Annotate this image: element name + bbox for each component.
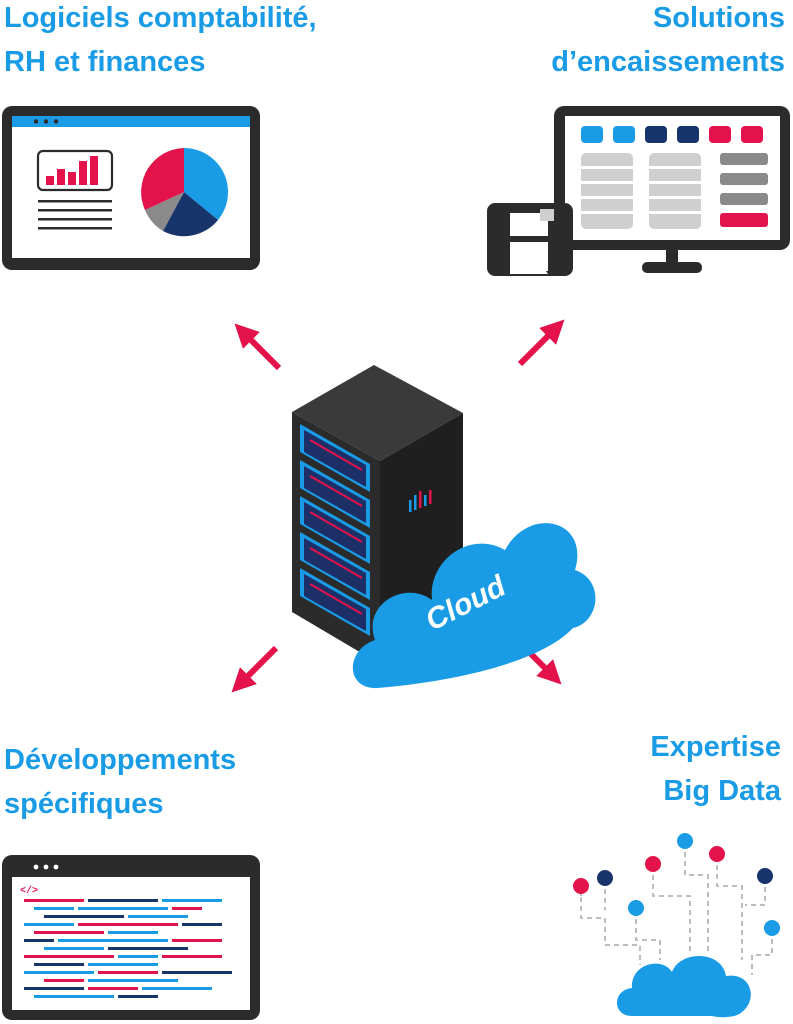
data-node bbox=[709, 846, 725, 862]
pos-monitor-icon bbox=[554, 106, 790, 273]
dashboard-screen-icon bbox=[2, 106, 260, 270]
text-lines-icon bbox=[38, 200, 112, 230]
server-status-leds bbox=[409, 490, 432, 512]
data-node bbox=[573, 878, 589, 896]
arrow-to-payment bbox=[517, 319, 565, 367]
code-tag-label: </> bbox=[20, 885, 38, 897]
arrow-to-development bbox=[231, 645, 279, 693]
data-node bbox=[764, 920, 780, 936]
title-line: d’encaissements bbox=[551, 46, 785, 78]
title-custom-development: Développements spécifiques bbox=[4, 738, 236, 826]
pie-chart-icon bbox=[141, 147, 229, 237]
title-accounting-software: Logiciels comptabilité, RH et finances bbox=[4, 0, 317, 84]
data-node bbox=[597, 870, 613, 886]
data-node bbox=[645, 856, 661, 872]
server-unit bbox=[300, 568, 370, 636]
server-unit bbox=[300, 532, 370, 600]
arrow-to-accounting bbox=[234, 323, 282, 371]
big-data-network-icon bbox=[573, 833, 780, 1018]
title-line: Logiciels comptabilité, bbox=[4, 2, 317, 34]
server-unit bbox=[300, 496, 370, 564]
title-big-data: Expertise Big Data bbox=[650, 725, 781, 813]
title-line: Solutions bbox=[652, 2, 785, 34]
title-line: Big Data bbox=[663, 775, 781, 807]
data-node bbox=[677, 833, 693, 849]
server-unit bbox=[300, 424, 370, 492]
code-lines bbox=[24, 899, 232, 998]
small-cloud-icon bbox=[617, 955, 751, 1018]
title-line: RH et finances bbox=[4, 46, 206, 78]
code-editor-icon: </> bbox=[2, 855, 260, 1020]
title-line: spécifiques bbox=[4, 788, 164, 820]
data-node bbox=[757, 868, 773, 884]
network-connections bbox=[580, 843, 773, 975]
data-node bbox=[628, 900, 644, 916]
bar-chart-icon bbox=[36, 149, 114, 192]
card-terminal-icon bbox=[487, 203, 573, 276]
title-payment-solutions: Solutions d’encaissements bbox=[551, 0, 785, 84]
title-line: Développements bbox=[4, 744, 237, 776]
title-line: Expertise bbox=[650, 731, 781, 763]
cloud-icon: Cloud bbox=[352, 523, 596, 689]
server-unit bbox=[300, 460, 370, 528]
